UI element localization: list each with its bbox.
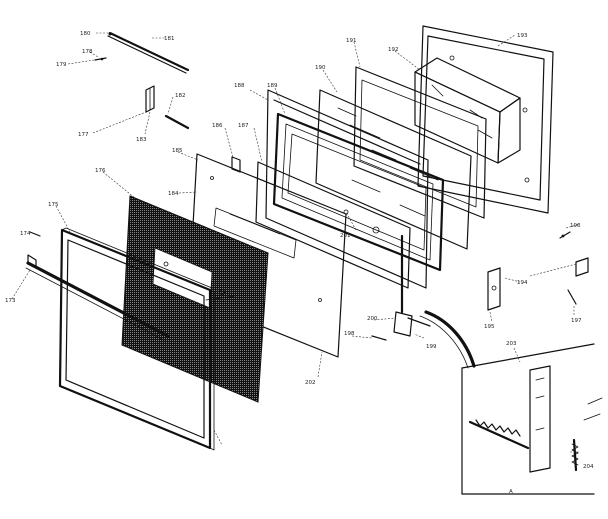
label-201: 201 (340, 233, 351, 239)
label-192: 192 (388, 47, 399, 53)
door-handle-rod (107, 31, 190, 74)
screw-174 (29, 231, 41, 237)
label-180: 180 (80, 31, 91, 37)
label-193: 193 (517, 33, 528, 39)
screw-198 (371, 335, 387, 341)
label-189: 189 (267, 83, 278, 89)
label-183: 183 (136, 137, 147, 143)
label-187: 187 (238, 123, 249, 129)
label-197: 197 (571, 318, 582, 324)
inner-window-trim (255, 161, 411, 289)
bracket-182 (164, 114, 190, 130)
label-178: 178 (82, 49, 93, 55)
hinge-pin-196 (559, 231, 571, 239)
lower-hinge-rod (393, 234, 413, 337)
screw-178 (94, 57, 107, 61)
label-198: 198 (344, 331, 355, 337)
door-handle-bar (25, 254, 170, 341)
inner-door-panel (265, 89, 429, 289)
label-202: 202 (305, 380, 316, 386)
screw-197 (567, 289, 577, 305)
label-176: 176 (95, 168, 106, 174)
hinge-clip (231, 156, 241, 173)
label-191: 191 (346, 38, 357, 44)
label-195: 195 (484, 324, 495, 330)
insulation-block (414, 57, 521, 164)
label-204: 204 (583, 464, 594, 470)
bracket-183 (145, 85, 155, 113)
label-188: 188 (234, 83, 245, 89)
label-181: 181 (164, 36, 175, 42)
label-184: 184 (168, 191, 179, 197)
inner-glass (315, 89, 472, 250)
label-179: 179 (56, 62, 67, 68)
label-175: 175 (48, 202, 59, 208)
hinge-spring-195 (487, 267, 501, 311)
label-185: 185 (172, 148, 183, 154)
label-200: 200 (367, 316, 378, 322)
label-173: 173 (5, 298, 16, 304)
outer-door-frame (58, 227, 215, 451)
label-194: 194 (517, 280, 528, 286)
label-196: 196 (570, 223, 581, 229)
label-199: 199 (426, 344, 437, 350)
mesh-screen (121, 195, 269, 403)
hinge-bracket-199 (407, 317, 431, 327)
door-gasket (419, 310, 476, 369)
door-liner (353, 66, 487, 219)
label-174: 174 (20, 231, 31, 237)
hinge-detail-inset (461, 343, 603, 495)
label-203: 203 (506, 341, 517, 347)
label-186: 186 (212, 123, 223, 129)
label-182: 182 (175, 93, 186, 99)
label-190: 190 (315, 65, 326, 71)
label-detail-a: A (509, 489, 513, 495)
label-177: 177 (78, 132, 89, 138)
hinge-arm-194 (575, 257, 589, 277)
